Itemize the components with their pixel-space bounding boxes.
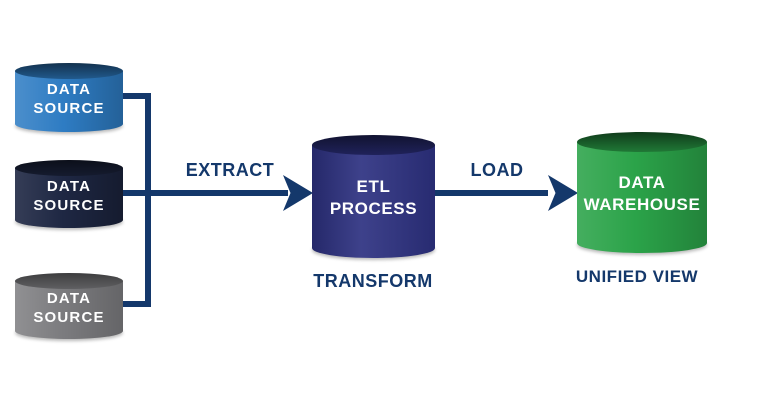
cylinder-top-face (15, 63, 123, 79)
cylinder-body (15, 281, 123, 331)
etl-process-cylinder: ETL PROCESS (312, 135, 435, 258)
connector-source1-line (118, 93, 151, 99)
load-label: LOAD (470, 160, 524, 180)
data-warehouse-label: DATA WAREHOUSE (583, 173, 701, 214)
cylinder-top-face (15, 273, 123, 289)
extract-label: EXTRACT (185, 160, 275, 180)
cylinder-body (312, 145, 435, 248)
etl-process-label: ETL PROCESS (329, 177, 418, 218)
cylinder-body (15, 168, 123, 220)
cylinder-top-face (15, 160, 123, 176)
cylinder-top-face (312, 135, 435, 155)
connector-source3-line (118, 301, 151, 307)
load-line (435, 190, 548, 196)
extract-arrow-icon (283, 175, 313, 211)
extract-line (118, 190, 288, 196)
cylinder-body (577, 142, 707, 243)
cylinder-top-face (577, 132, 707, 152)
unified-view-caption: UNIFIED VIEW (575, 267, 699, 286)
cylinder-body (15, 71, 123, 124)
data-warehouse-cylinder: DATA WAREHOUSE (577, 132, 707, 253)
data-source-cylinder-navy: DATA SOURCE (15, 160, 123, 228)
data-source-label: DATA SOURCE (33, 289, 105, 326)
data-source-cylinder-gray: DATA SOURCE (15, 273, 123, 339)
connector-vertical-line (145, 93, 151, 307)
load-arrow-icon (548, 175, 578, 211)
data-source-cylinder-blue: DATA SOURCE (15, 63, 123, 132)
data-source-label: DATA SOURCE (33, 81, 105, 117)
transform-caption: TRANSFORM (313, 271, 433, 291)
data-source-label: DATA SOURCE (33, 177, 105, 214)
